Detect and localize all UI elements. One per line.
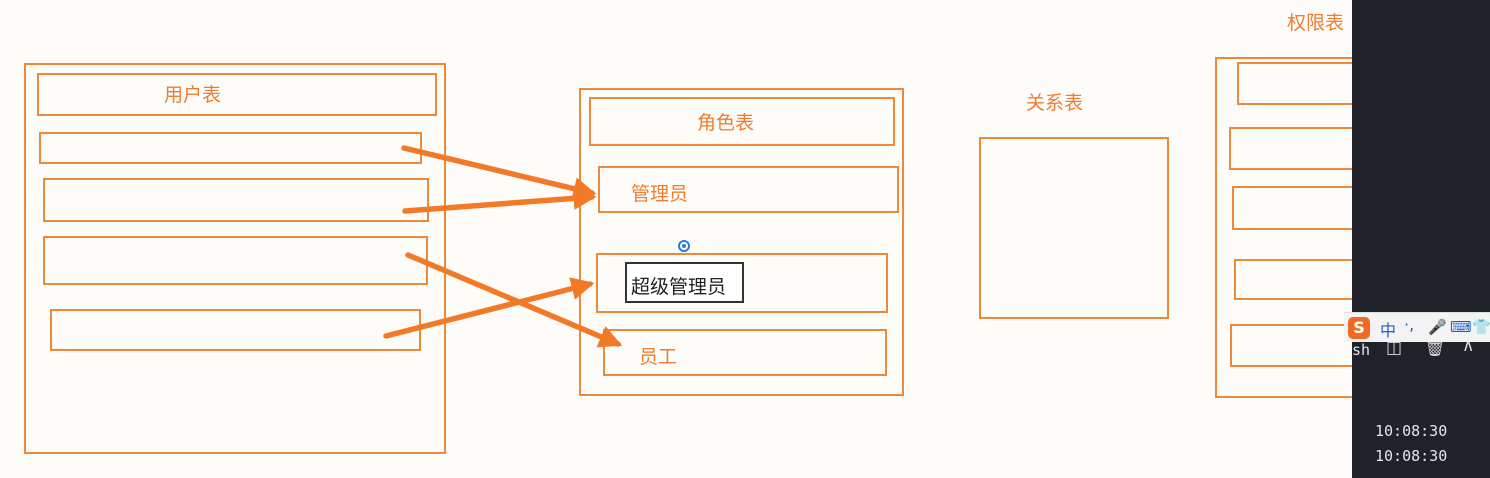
ime-toolbar[interactable]: S 中 ·, 🎤 ⌨ 👕 [1344,312,1490,342]
terminal-timestamp: 10:08:30 [1375,447,1448,465]
cursor-marker-icon [678,240,690,252]
terminal-panel[interactable]: sh ◫ 🗑 ∧ 10:08:30 10:08:30 [1352,0,1490,478]
skin-icon[interactable]: 👕 [1472,318,1490,336]
role-row-employee [603,329,887,376]
role-label-admin: 管理员 [631,183,689,205]
user-table-row [39,132,422,164]
microphone-icon[interactable]: 🎤 [1428,318,1447,336]
selected-text-box[interactable] [625,262,744,303]
relation-table [979,137,1169,319]
trash-icon[interactable]: 🗑 [1424,338,1446,358]
relation-table-title: 关系表 [1026,92,1084,114]
ime-mode-toggle[interactable]: 中 [1380,321,1397,340]
role-table-header [589,97,895,146]
terminal-timestamp: 10:08:30 [1375,422,1448,440]
role-label-super-admin: 超级管理员 [631,276,727,298]
split-pane-icon[interactable]: ◫ [1386,338,1403,358]
arrow-user4-to-super-admin [383,277,595,339]
role-row-super-admin [596,253,888,313]
role-table [579,88,904,396]
arrow-user3-to-employee [405,252,623,348]
ime-punctuation-toggle[interactable]: ·, [1404,315,1415,334]
role-label-employee: 员工 [639,346,678,368]
role-row-admin [598,166,899,213]
arrow-user2-to-admin [402,186,597,214]
keyboard-icon[interactable]: ⌨ [1450,318,1472,336]
permission-table-title: 权限表 [1287,12,1345,34]
terminal-prompt-fragment: sh [1352,341,1371,359]
role-table-title: 角色表 [697,112,755,134]
user-table-title: 用户表 [164,84,222,106]
user-table [24,63,446,454]
arrow-user1-to-admin [401,145,597,200]
user-table-header [37,73,437,116]
sogou-logo-icon[interactable]: S [1348,317,1370,339]
user-table-row [43,178,429,222]
